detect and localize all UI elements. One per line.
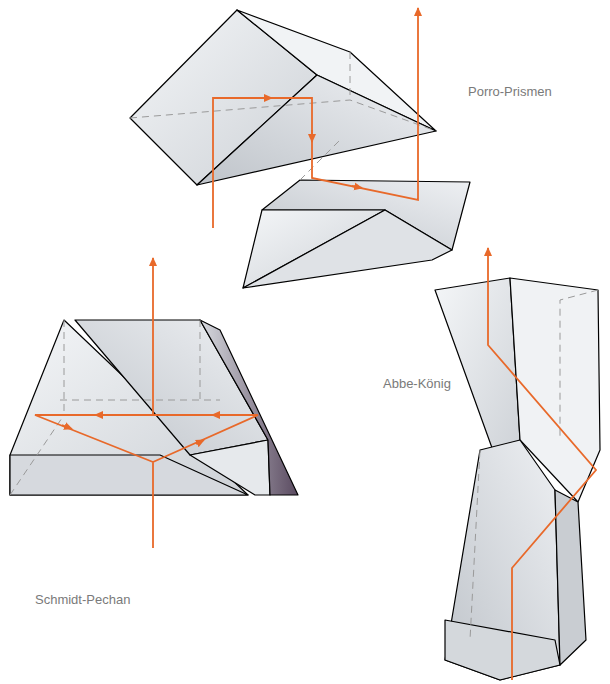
porro-lower-face xyxy=(243,210,452,288)
ray-arrow xyxy=(212,414,225,416)
ray-arrow xyxy=(352,186,362,188)
ray-arrow xyxy=(196,440,204,444)
light-ray xyxy=(213,8,418,228)
hidden-edge xyxy=(470,290,598,640)
light-ray xyxy=(35,415,258,548)
pechan-right-face xyxy=(190,440,270,495)
porro-prisms xyxy=(130,8,470,288)
abbe-lower-base xyxy=(445,620,560,680)
ray-arrow xyxy=(268,97,272,99)
light-ray xyxy=(488,248,596,680)
prism-label: Abbe-König xyxy=(381,376,453,391)
abbe-lower-side xyxy=(555,490,586,665)
light-ray xyxy=(152,258,154,415)
porro-upper-end xyxy=(197,75,436,185)
ray-arrow xyxy=(62,425,72,429)
hidden-edge xyxy=(130,52,436,180)
hidden-edge xyxy=(10,320,220,495)
abbe-lower-prism xyxy=(445,440,560,680)
ray-arrow xyxy=(95,414,110,416)
prism-label: Schmidt-Pechan xyxy=(33,592,132,607)
schmidt-pechan-prism xyxy=(10,258,298,548)
pechan-right-side xyxy=(200,320,298,495)
abbe-koenig-prism xyxy=(435,248,600,680)
abbe-upper-face xyxy=(435,278,520,470)
ray-arrow xyxy=(311,130,313,142)
prism-label: Porro-Prismen xyxy=(466,84,554,99)
